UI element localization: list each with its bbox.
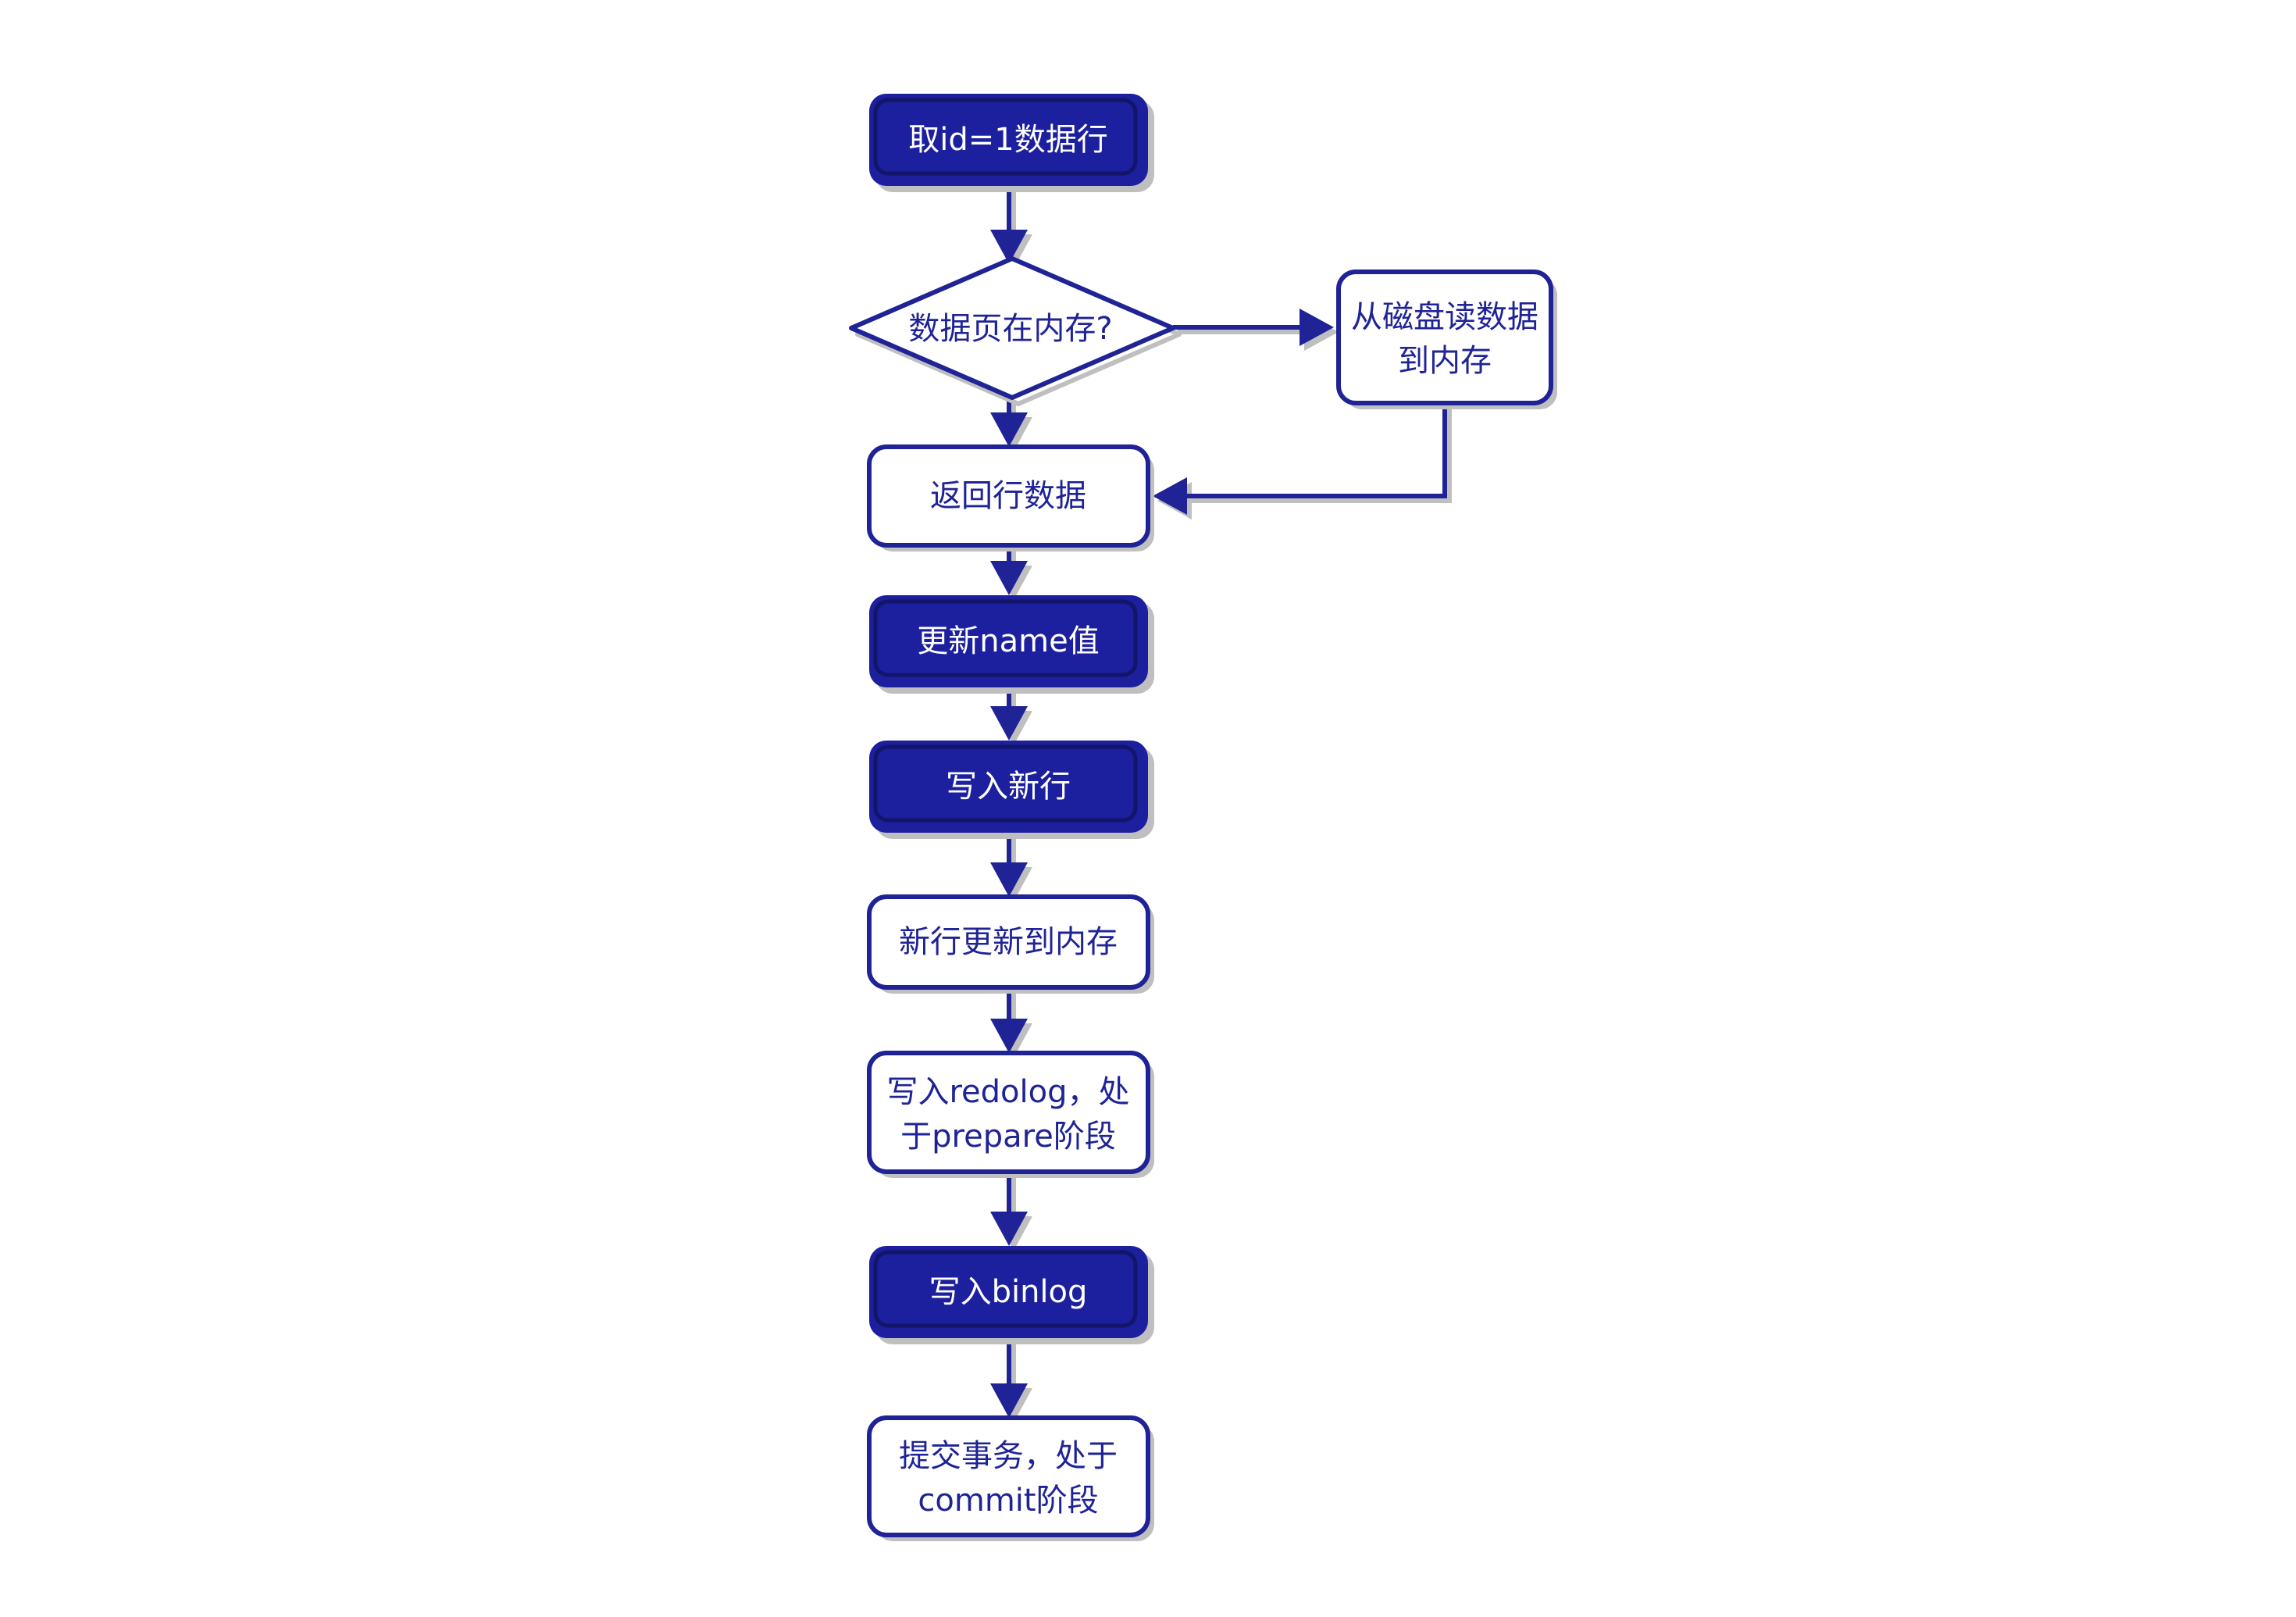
- node-read-from-disk-shape: [1336, 270, 1553, 405]
- node-update-name-bevel: [873, 599, 1138, 677]
- node-page-in-memory-label: 数据页在内存?: [908, 311, 1112, 347]
- node-read-from-disk-label-line1: 从磁盘读数据: [1351, 299, 1538, 335]
- node-page-in-memory-shape: [849, 256, 1175, 400]
- edge-write-new-row-to-memory: [990, 833, 1032, 901]
- node-write-redolog-label-line2: 于prepare阶段: [900, 1119, 1116, 1155]
- node-commit-transaction[interactable]: 提交事务，处于 commit阶段: [867, 1415, 1154, 1541]
- node-fetch-row-bevel: [873, 98, 1138, 176]
- node-write-redolog-label-line1: 写入redolog，处: [886, 1074, 1129, 1110]
- node-page-in-memory[interactable]: 数据页在内存?: [849, 256, 1182, 406]
- edge-update-name-to-write-new-row: [990, 687, 1032, 745]
- node-fetch-row[interactable]: 取id=1数据行: [869, 94, 1154, 192]
- node-write-binlog-label: 写入binlog: [929, 1274, 1088, 1310]
- node-write-binlog[interactable]: 写入binlog: [869, 1246, 1154, 1344]
- edge-decision-to-read-disk: [1173, 309, 1339, 351]
- edge-return-row-to-update-name: [990, 545, 1032, 600]
- node-commit-transaction-label-line1: 提交事务，处于: [899, 1438, 1118, 1474]
- node-new-row-to-memory[interactable]: 新行更新到内存: [867, 894, 1154, 994]
- node-new-row-to-memory-label: 新行更新到内存: [899, 924, 1118, 960]
- node-write-redolog-shape: [867, 1051, 1150, 1174]
- node-fetch-row-shape: [869, 94, 1148, 186]
- node-read-from-disk[interactable]: 从磁盘读数据 到内存: [1336, 270, 1557, 409]
- node-write-new-row[interactable]: 写入新行: [869, 741, 1154, 839]
- node-return-row-shape: [867, 444, 1150, 548]
- node-write-binlog-bevel: [873, 1250, 1138, 1328]
- node-update-name-label: 更新name值: [917, 623, 1099, 659]
- node-return-row[interactable]: 返回行数据: [867, 444, 1154, 551]
- edge-layer: [990, 186, 1452, 1422]
- edge-decision-to-return-row: [990, 397, 1032, 452]
- node-read-from-disk-label-line2: 到内存: [1398, 343, 1492, 379]
- edge-memory-to-redolog: [990, 987, 1032, 1058]
- node-commit-transaction-shape: [867, 1415, 1150, 1537]
- node-write-new-row-label: 写入新行: [946, 769, 1071, 805]
- node-commit-transaction-label-line2: commit阶段: [918, 1483, 1098, 1519]
- edge-binlog-to-commit: [990, 1338, 1032, 1422]
- node-fetch-row-label: 取id=1数据行: [908, 122, 1107, 158]
- node-new-row-to-memory-shape: [867, 894, 1150, 990]
- node-write-binlog-shape: [869, 1246, 1148, 1338]
- edge-redolog-to-binlog: [990, 1172, 1032, 1251]
- node-update-name-shape: [869, 595, 1148, 687]
- node-return-row-label: 返回行数据: [930, 478, 1086, 514]
- node-write-redolog[interactable]: 写入redolog，处 于prepare阶段: [867, 1051, 1154, 1178]
- node-update-name[interactable]: 更新name值: [869, 595, 1154, 694]
- node-write-new-row-shape: [869, 741, 1148, 833]
- edge-read-disk-to-return-row: [1153, 403, 1452, 519]
- node-write-new-row-bevel: [873, 744, 1138, 823]
- edge-fetch-row-to-decision: [990, 186, 1032, 269]
